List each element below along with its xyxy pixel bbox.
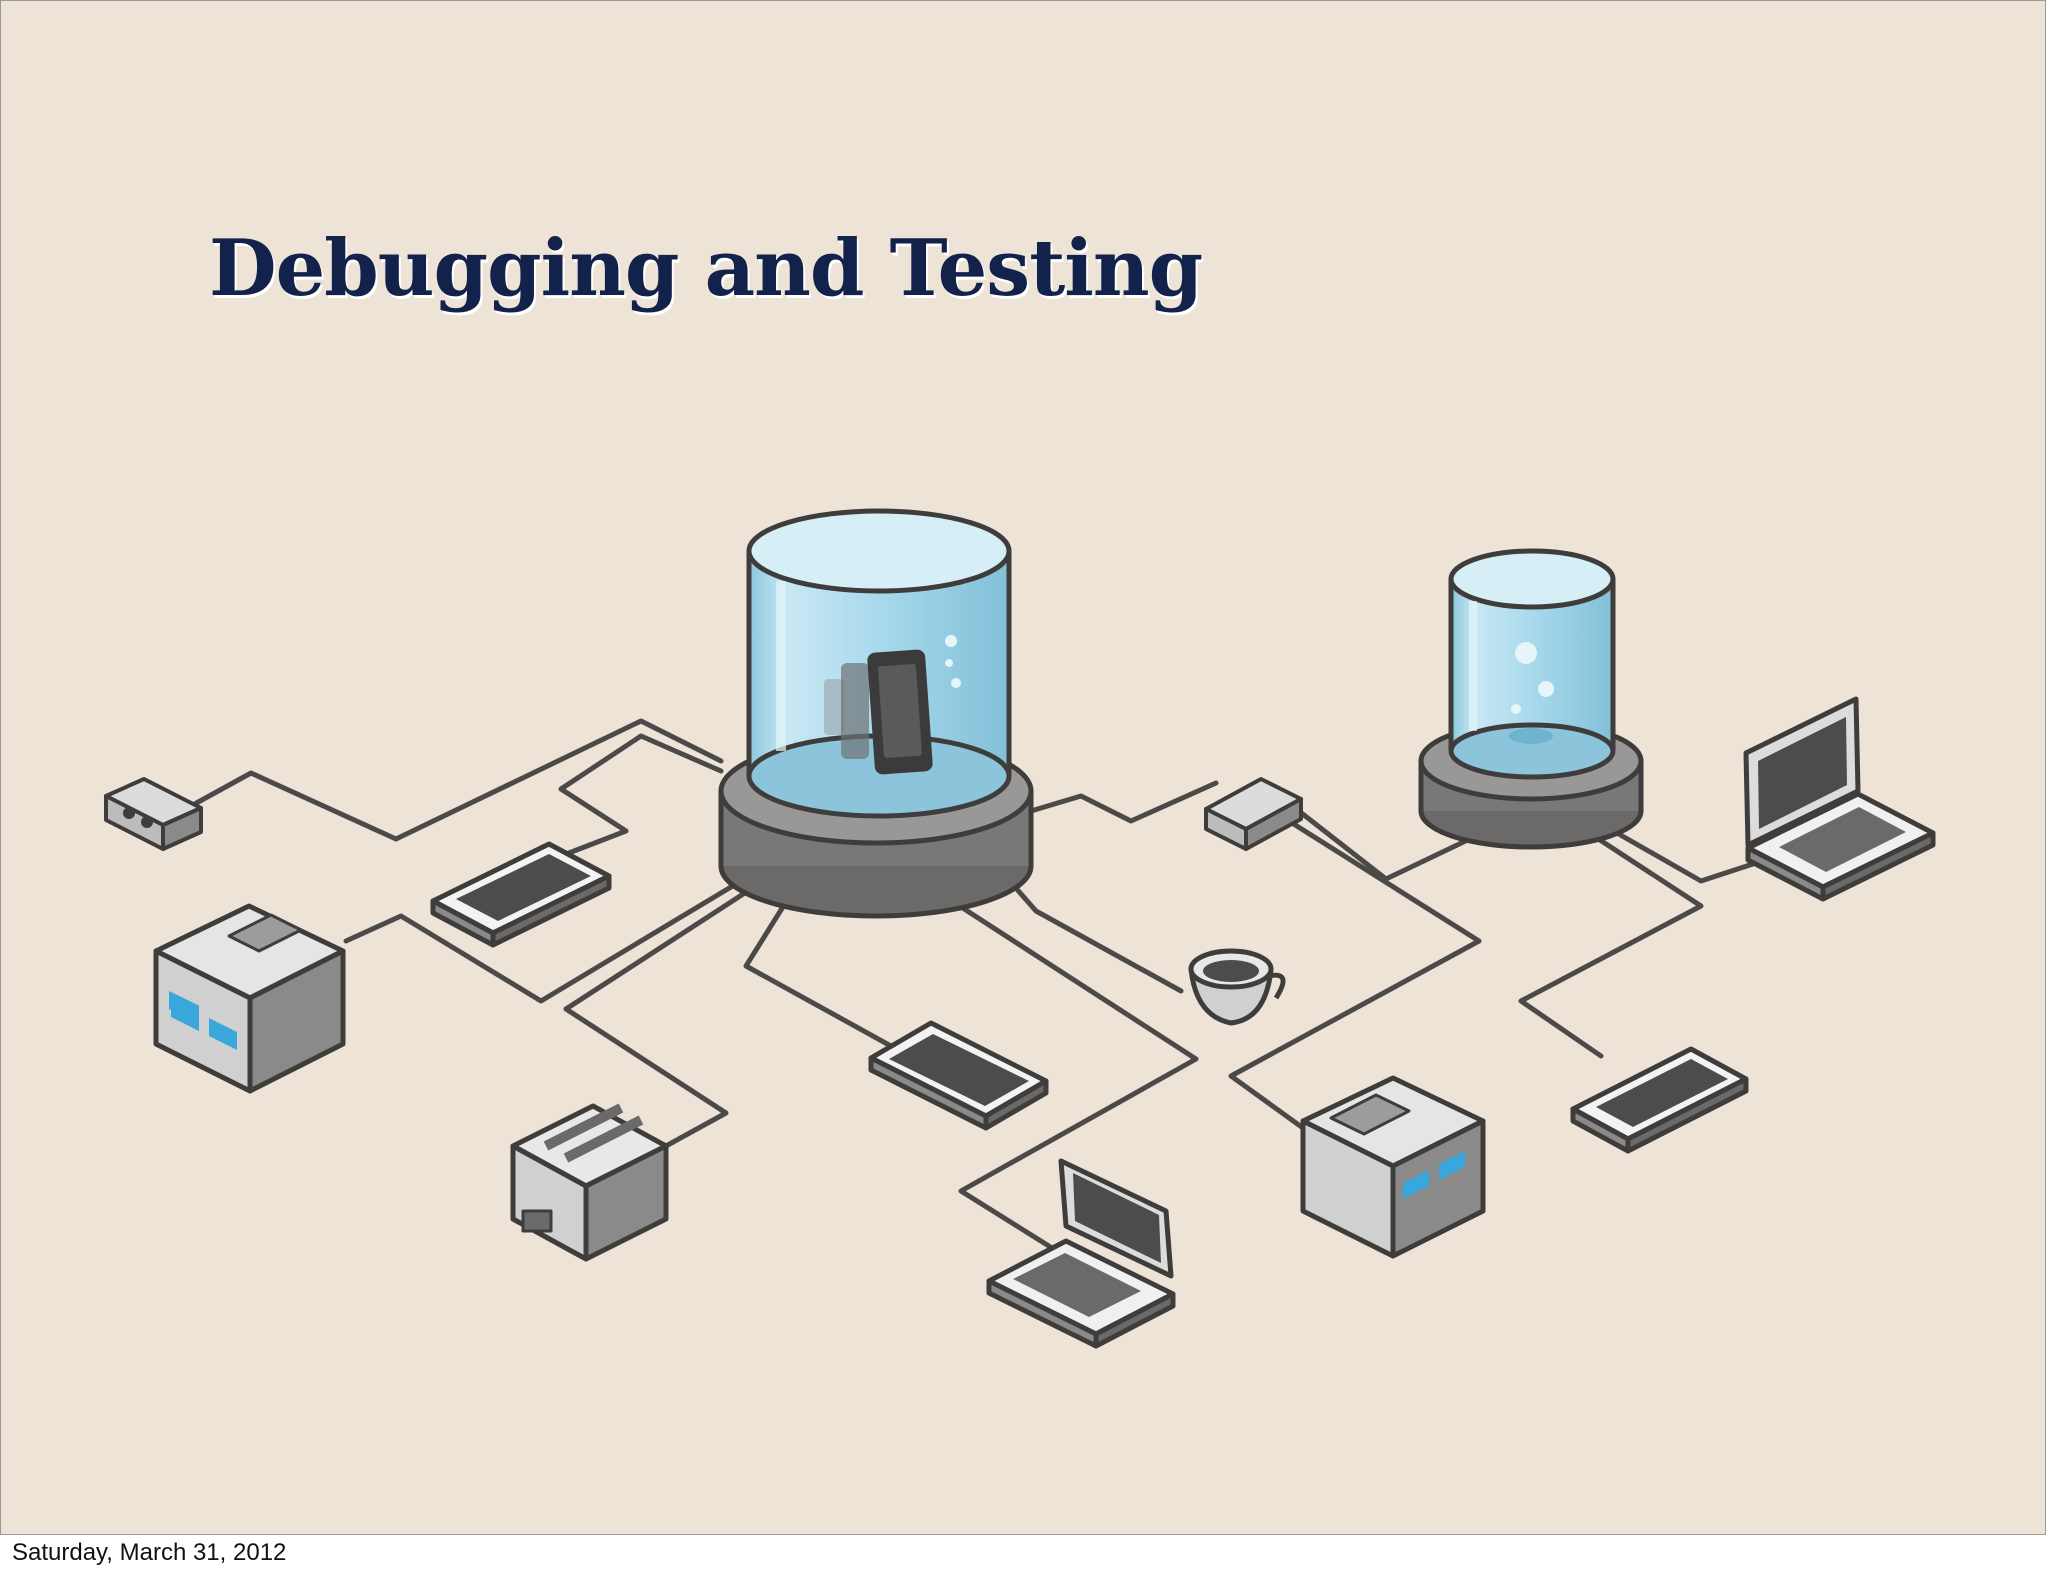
coffee-cup-icon — [1188, 948, 1286, 1026]
usb-hub-icon — [104, 777, 203, 851]
network-cables — [188, 718, 1759, 1266]
usb-hub-icon — [1204, 777, 1303, 851]
smartphone-icon — [1570, 1046, 1749, 1154]
slide: Debugging and Testing — [0, 0, 2046, 1535]
tablet-icon — [868, 1020, 1049, 1131]
toaster-icon — [510, 1103, 669, 1262]
network-illustration — [104, 508, 1936, 1349]
smartphone-icon — [430, 841, 612, 948]
footer-date: Saturday, March 31, 2012 — [12, 1539, 287, 1566]
laptop-icon — [986, 1158, 1176, 1349]
laptop-icon — [1743, 696, 1936, 902]
phonegap-build-cloud-hub — [718, 508, 1034, 919]
printer-icon — [1300, 1075, 1486, 1259]
secondary-cloud-hub — [1418, 548, 1644, 850]
slide-title: Debugging and Testing — [209, 223, 1203, 314]
printer-icon — [153, 903, 346, 1094]
